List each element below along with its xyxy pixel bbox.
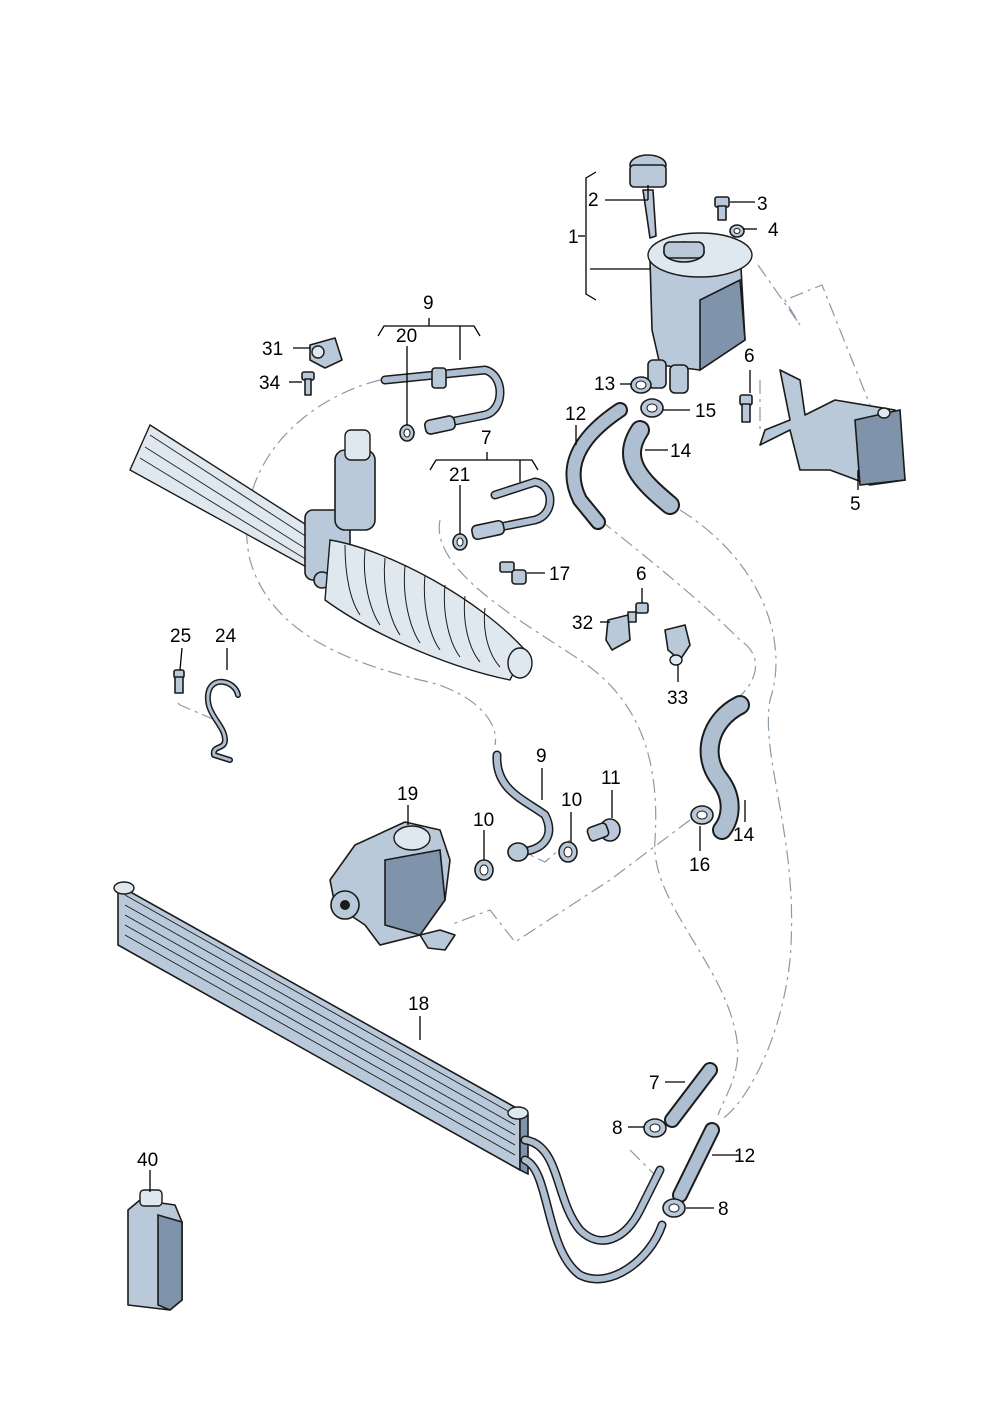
callout-9-upper: 9: [423, 293, 434, 314]
callout-11: 11: [601, 768, 621, 789]
callout-15: 15: [695, 401, 716, 422]
steering-rack: [129, 423, 533, 681]
washer-4: [729, 224, 745, 238]
hose-7-lower: [664, 1062, 718, 1128]
rack-boot-ribs: [344, 544, 501, 668]
bolt-17: [499, 561, 527, 585]
pressure-pipe-7-upper: [471, 477, 555, 541]
callout-24: 24: [215, 626, 237, 647]
hose-14-upper: [621, 420, 680, 515]
callout-4: 4: [768, 220, 779, 241]
hose-clamp-16: [690, 805, 714, 825]
pressure-pipe-9-lower: [492, 750, 554, 862]
callout-12-lower: 12: [734, 1146, 755, 1167]
callout-8-lower: 8: [718, 1199, 729, 1220]
callout-10-right: 10: [561, 790, 582, 811]
callout-6-upper: 6: [744, 346, 755, 367]
callout-2: 2: [588, 190, 599, 211]
callout-17: 17: [549, 564, 570, 585]
callout-25: 25: [170, 626, 191, 647]
callout-32: 32: [572, 613, 593, 634]
callout-labels: 1 2 3 4 5 6 6 7 7 8 8 9 9 10 10 11 12 12…: [137, 190, 861, 1220]
callout-18: 18: [408, 994, 429, 1015]
leader-lines: [149, 171, 859, 1209]
hook-24: [204, 678, 241, 763]
callout-3: 3: [757, 194, 768, 215]
return-pipe-9-upper: [380, 365, 505, 435]
callout-14-lower: 14: [733, 825, 755, 846]
callout-9-lower: 9: [536, 746, 547, 767]
bolt-3: [714, 196, 730, 221]
callout-31: 31: [262, 339, 283, 360]
clip-31: [309, 337, 343, 369]
washer-10-left: [474, 859, 494, 881]
hose-clamp-8-lower: [662, 1198, 686, 1218]
callout-20: 20: [396, 326, 417, 347]
callout-12-upper: 12: [565, 404, 586, 425]
callout-8-upper: 8: [612, 1118, 623, 1139]
reservoir: [647, 232, 753, 394]
callout-7-upper: 7: [481, 428, 492, 449]
hose-clamp-13: [630, 376, 652, 394]
bolt-34: [301, 371, 315, 396]
bracket-32: [605, 614, 631, 651]
hose-12-upper: [565, 402, 628, 530]
fluid-bottle-40: [127, 1189, 183, 1311]
callout-34: 34: [259, 373, 281, 394]
callout-13: 13: [594, 374, 615, 395]
bracket-5: [759, 369, 906, 486]
callout-33: 33: [667, 688, 688, 709]
hose-clamp-15: [640, 398, 664, 418]
callout-16: 16: [689, 855, 710, 876]
callout-7-lower: 7: [649, 1073, 660, 1094]
routing-lines: [174, 264, 871, 1181]
callout-14-upper: 14: [670, 441, 692, 462]
bolt-25: [173, 669, 185, 694]
washer-10-right: [558, 841, 578, 863]
o-ring-21: [452, 533, 468, 551]
bolt-6-lower: [627, 602, 649, 623]
bolt-6-upper: [739, 394, 753, 423]
clip-33: [664, 624, 691, 666]
callout-10-left: 10: [473, 810, 494, 831]
banjo-bolt-11: [586, 818, 621, 842]
oil-cooler-18: [113, 881, 529, 1176]
cooler-pipes: [520, 1135, 667, 1284]
callout-40: 40: [137, 1150, 158, 1171]
hose-clamp-8-upper: [643, 1118, 667, 1138]
callout-6-lower: 6: [636, 564, 647, 585]
hose-14-lower: [699, 695, 750, 840]
hose-12-lower: [672, 1122, 720, 1203]
o-ring-20: [399, 424, 415, 442]
callout-19: 19: [397, 784, 418, 805]
callout-1: 1: [568, 227, 579, 248]
callout-21: 21: [449, 465, 470, 486]
callout-5: 5: [850, 494, 861, 515]
power-steering-pump-19: [329, 821, 456, 951]
